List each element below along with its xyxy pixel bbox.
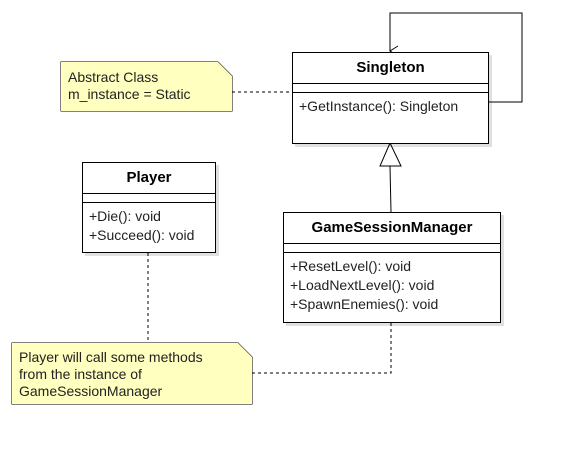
- class-name: GameSessionManager: [284, 213, 500, 244]
- operation: +SpawnEnemies(): void: [290, 296, 439, 312]
- abstract-class-note: Abstract Class m_instance = Static: [61, 62, 232, 111]
- operations-compartment: +ResetLevel(): void +LoadNextLevel(): vo…: [284, 253, 500, 314]
- generalization-arrowhead: [379, 141, 402, 167]
- attributes-compartment: [293, 84, 488, 93]
- operations-compartment: +Die(): void +Succeed(): void: [83, 203, 215, 245]
- class-name: Singleton: [293, 53, 488, 84]
- operations-compartment: +GetInstance(): Singleton: [293, 93, 488, 116]
- operation: +GetInstance(): Singleton: [299, 98, 459, 114]
- note-line: GameSessionManager: [19, 383, 163, 399]
- operation: +Die(): void: [89, 208, 161, 224]
- note-line: Abstract Class: [68, 69, 159, 85]
- manager-note-link: [252, 322, 392, 374]
- note-line: m_instance = Static: [68, 86, 191, 102]
- game-session-manager-class[interactable]: GameSessionManager +ResetLevel(): void +…: [283, 212, 501, 323]
- generalization-edge: [389, 165, 392, 213]
- attributes-compartment: [284, 244, 500, 253]
- class-name: Player: [83, 163, 215, 194]
- note-line: Player will call some methods: [19, 349, 203, 365]
- singleton-class[interactable]: Singleton +GetInstance(): Singleton: [292, 52, 489, 144]
- operation: +Succeed(): void: [89, 227, 195, 243]
- player-class[interactable]: Player +Die(): void +Succeed(): void: [82, 162, 216, 253]
- self-association-edge: [389, 12, 523, 103]
- note-line: from the instance of: [19, 366, 142, 382]
- operation: +ResetLevel(): void: [290, 258, 412, 274]
- operation: +LoadNextLevel(): void: [290, 277, 435, 293]
- attributes-compartment: [83, 194, 215, 203]
- player-usage-note: Player will call some methods from the i…: [12, 343, 252, 404]
